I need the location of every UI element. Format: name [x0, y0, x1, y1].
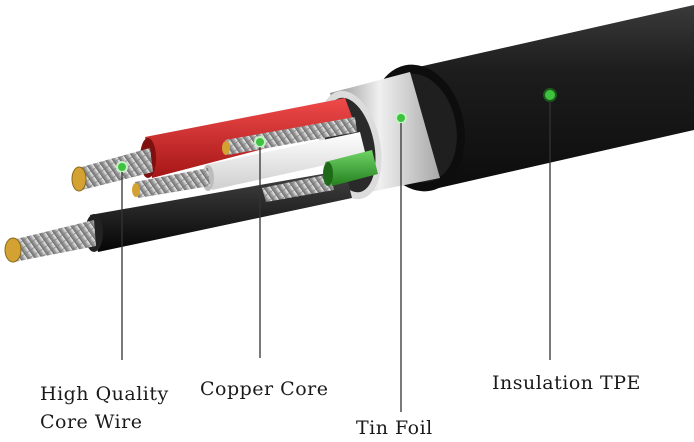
- label-core-wire-line2: Core Wire: [40, 411, 143, 433]
- callout-markers: [116, 88, 557, 173]
- green-wire: [323, 150, 378, 186]
- black-wire: [4, 170, 352, 263]
- marker-copper-core: [254, 136, 266, 148]
- marker-insulation: [543, 88, 557, 102]
- label-core-wire: High Quality Core Wire: [40, 380, 169, 436]
- label-tin-foil: Tin Foil: [356, 417, 433, 439]
- label-copper-core: Copper Core: [200, 378, 329, 400]
- red-wire-copper-end: [71, 166, 87, 192]
- label-core-wire-line1: High Quality: [40, 383, 169, 405]
- label-insulation-tpe: Insulation TPE: [492, 372, 641, 394]
- marker-core-wire: [116, 161, 128, 173]
- leader-lines: [121, 101, 551, 412]
- black-wire-copper-end: [4, 237, 22, 263]
- marker-tin-foil: [395, 112, 407, 124]
